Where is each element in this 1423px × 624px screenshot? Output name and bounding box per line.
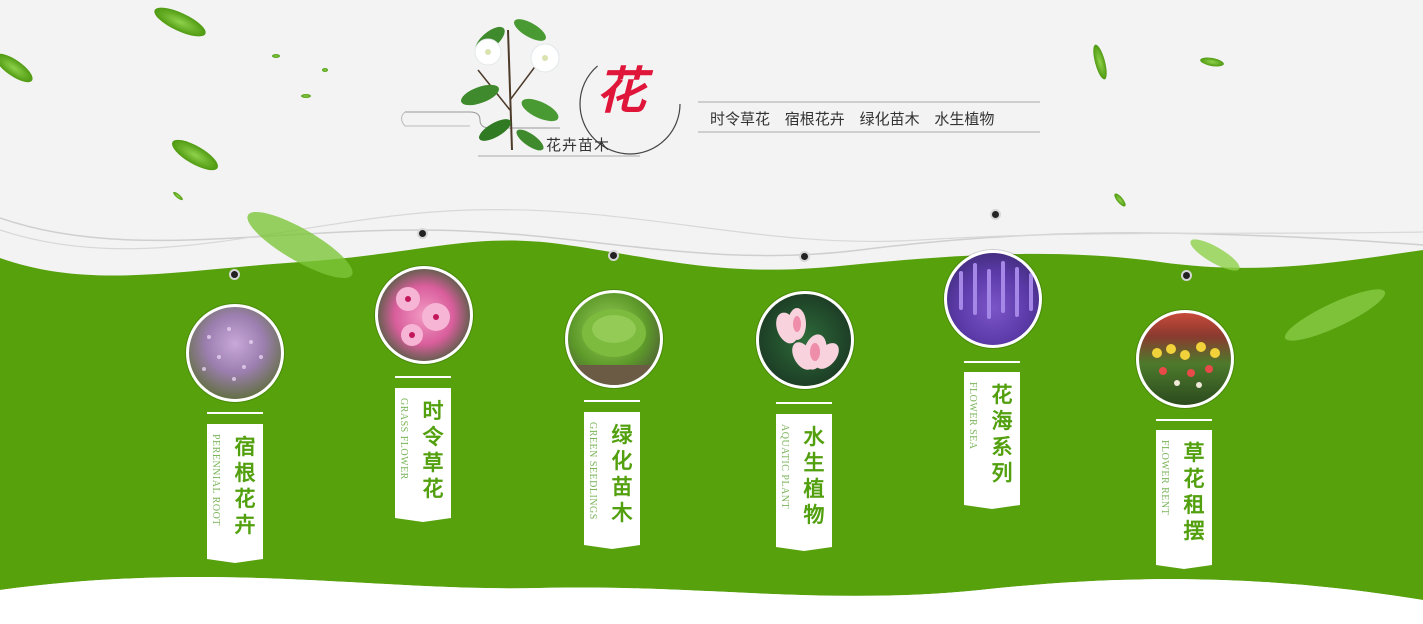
hanger-dot	[799, 251, 810, 262]
lavender-photo-icon	[944, 250, 1042, 348]
greenhouse-photo-icon	[1136, 310, 1234, 408]
card-chinese-label: 时令草花	[422, 398, 444, 501]
card-chinese-label: 宿根花卉	[234, 434, 256, 537]
card-chinese-label: 绿化苗木	[611, 422, 633, 525]
card-label: AQUATIC PLANT 水生植物	[776, 414, 832, 551]
card-english-label: AQUATIC PLANT	[779, 424, 790, 510]
periwinkle-photo-icon	[375, 266, 473, 364]
lotus-photo-icon	[756, 291, 854, 389]
category-links: 时令草花 宿根花卉 绿化苗木 水生植物	[710, 108, 1004, 129]
gardenia-plant-icon	[461, 19, 560, 151]
category-link[interactable]: 宿根花卉	[784, 110, 845, 128]
card-label: GRASS FLOWER 时令草花	[395, 388, 451, 522]
card-label: FLOWER SEA 花海系列	[964, 372, 1020, 509]
card-label: PERENNIAL ROOT 宿根花卉	[207, 424, 263, 563]
category-link[interactable]: 水生植物	[934, 110, 995, 128]
card-label: GREEN SEEDLINGS 绿化苗木	[584, 412, 640, 549]
card-chinese-label: 花海系列	[991, 382, 1013, 485]
category-link[interactable]: 时令草花	[710, 110, 771, 128]
card-english-label: GRASS FLOWER	[398, 398, 409, 480]
shrub-photo-icon	[565, 290, 663, 388]
hanger-dot	[990, 209, 1001, 220]
card-english-label: GREEN SEEDLINGS	[587, 422, 598, 520]
card-chinese-label: 草花租摆	[1183, 440, 1205, 543]
hanger-dot	[417, 228, 428, 239]
category-link[interactable]: 绿化苗木	[859, 110, 920, 128]
falling-leaves-decoration	[0, 7, 1386, 341]
card-label: FLOWER RENT 草花租摆	[1156, 430, 1212, 569]
card-english-label: PERENNIAL ROOT	[210, 434, 221, 526]
title-subtitle: 花卉苗木	[546, 136, 611, 154]
hanger-dot	[608, 250, 619, 261]
card-english-label: FLOWER RENT	[1159, 440, 1170, 516]
hanger-dot	[1181, 270, 1192, 281]
hanger-dot	[229, 269, 240, 280]
title-character: 花	[596, 61, 646, 120]
verbena-photo-icon	[186, 304, 284, 402]
card-chinese-label: 水生植物	[803, 424, 825, 527]
card-english-label: FLOWER SEA	[967, 382, 978, 450]
